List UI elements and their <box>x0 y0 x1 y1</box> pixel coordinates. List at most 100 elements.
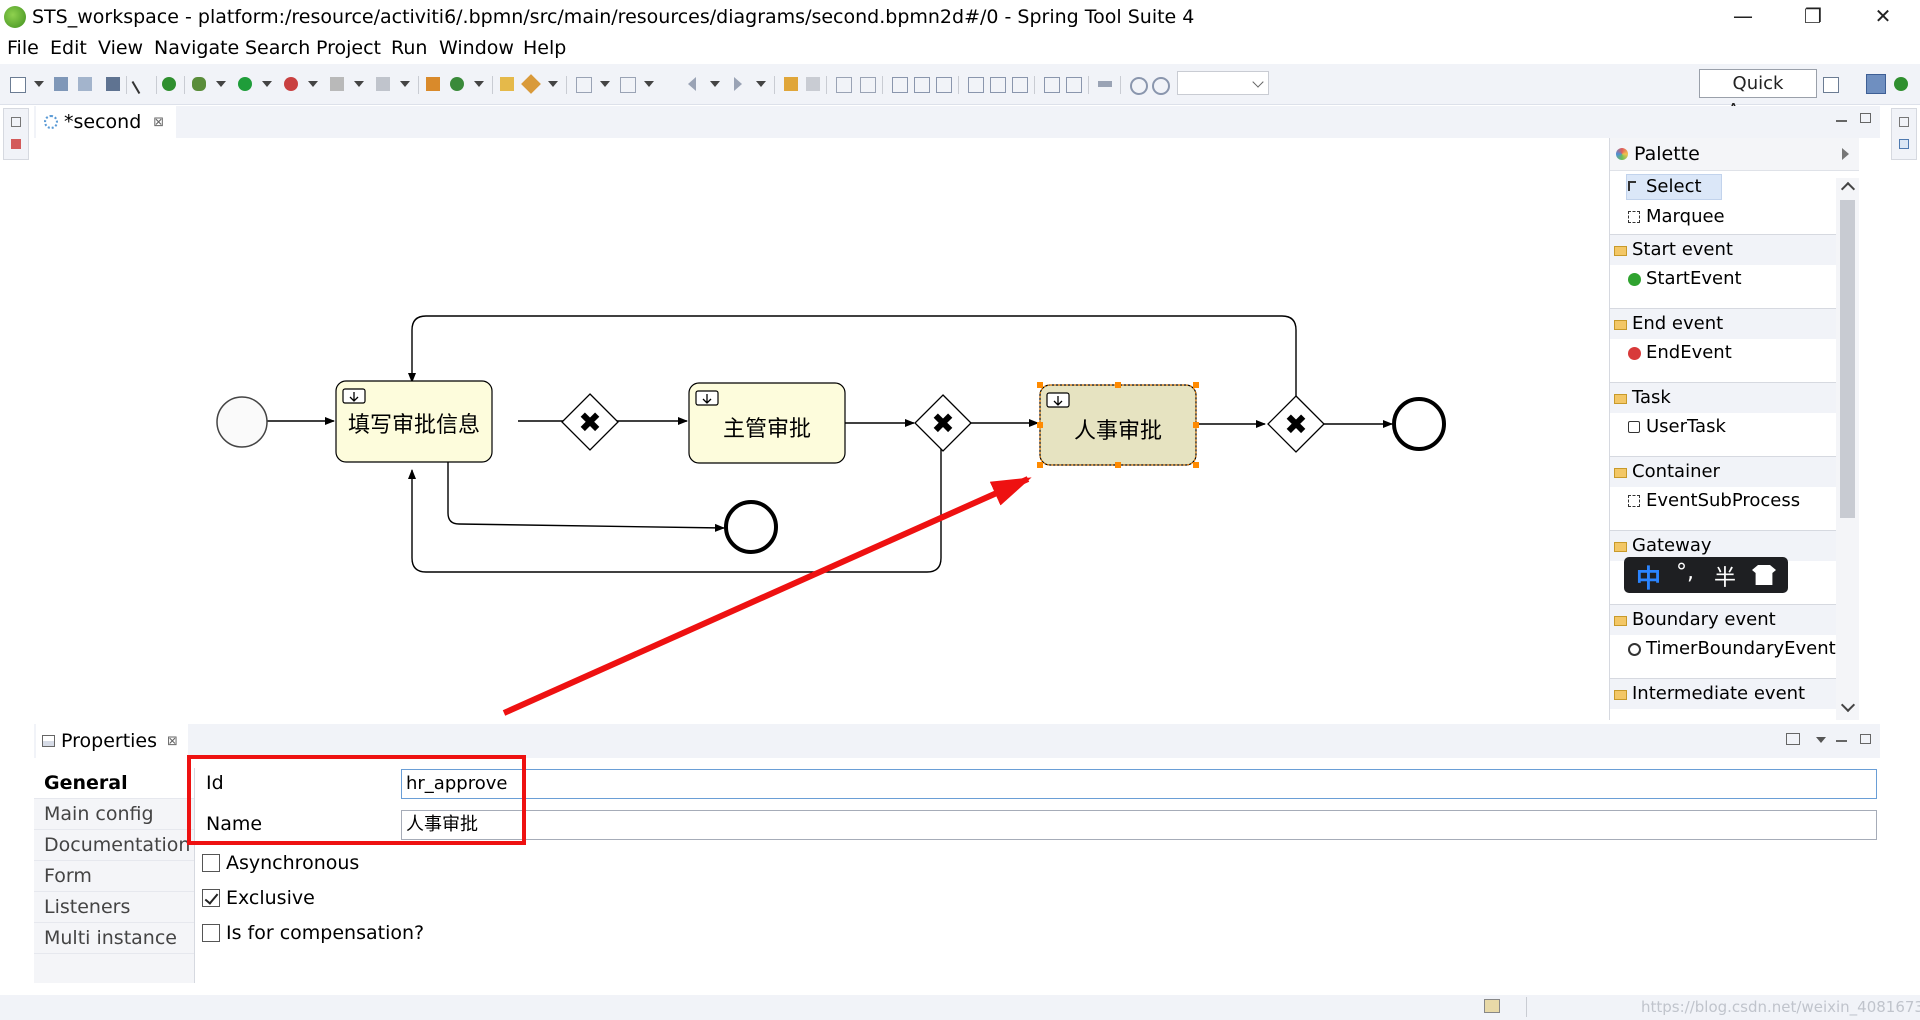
menu-view[interactable]: View <box>98 37 144 59</box>
new-class-dropdown-icon[interactable] <box>474 81 484 87</box>
close-tab-icon[interactable]: ⊠ <box>167 733 178 749</box>
palette-item-timer-boundary-event[interactable]: TimerBoundaryEvent <box>1610 635 1859 663</box>
tab-properties[interactable]: Properties ⊠ <box>36 724 188 758</box>
quick-access-field[interactable]: Quick Access <box>1699 69 1817 121</box>
nav-listeners[interactable]: Listeners <box>34 892 194 923</box>
external-tools-icon[interactable] <box>284 77 298 91</box>
next-annotation-icon[interactable] <box>576 77 592 93</box>
search-icon[interactable] <box>521 74 541 94</box>
run-dropdown-icon[interactable] <box>262 81 272 87</box>
flow-gateway3-back-to-fill[interactable] <box>408 315 1297 402</box>
open-perspective-icon[interactable] <box>1823 77 1839 93</box>
package-explorer-icon[interactable] <box>11 139 21 149</box>
restore-icon[interactable] <box>1899 117 1909 127</box>
minimize-view-icon[interactable] <box>1836 740 1847 742</box>
asynchronous-checkbox[interactable] <box>202 854 220 872</box>
outline-icon[interactable] <box>1899 139 1909 149</box>
menu-project[interactable]: Project <box>316 37 382 59</box>
bpmn-diagram-canvas[interactable]: ✖ ✖ ✖ 填写审批信息 主管审批 人事审批 <box>34 138 1607 720</box>
align-bottom-icon[interactable] <box>1012 77 1028 93</box>
id-field[interactable]: hr_approve <box>401 769 1877 799</box>
palette-drawer-container[interactable]: Container ⇔ <box>1610 456 1859 487</box>
new-java-class-icon[interactable] <box>450 77 464 91</box>
save-all-icon[interactable] <box>78 77 92 91</box>
run-icon[interactable] <box>238 77 252 91</box>
new-icon[interactable] <box>10 77 26 93</box>
stop-dropdown-icon[interactable] <box>354 81 364 87</box>
palette-scrollbar[interactable] <box>1836 178 1859 720</box>
last-edit-icon[interactable] <box>664 77 678 91</box>
forward-dropdown-icon[interactable] <box>756 81 766 87</box>
end-event-rejected[interactable] <box>724 500 778 554</box>
scroll-thumb[interactable] <box>1840 200 1855 518</box>
ime-toolbar[interactable]: 中 °, 半 <box>1624 557 1788 593</box>
previous-annotation-icon[interactable] <box>620 77 636 93</box>
restore-button[interactable]: ❐ <box>1804 4 1822 28</box>
align-right-icon[interactable] <box>936 77 952 93</box>
right-trim-stack[interactable] <box>1891 108 1917 160</box>
zoom-out-icon[interactable] <box>1130 77 1148 95</box>
zoom-in-icon[interactable] <box>1152 77 1170 95</box>
nav-form[interactable]: Form <box>34 861 194 892</box>
snap-icon[interactable] <box>1098 81 1112 87</box>
close-tab-icon[interactable]: ⊠ <box>153 114 165 130</box>
previous-annotation-dropdown-icon[interactable] <box>644 81 654 87</box>
menu-edit[interactable]: Edit <box>50 37 87 59</box>
skip-breakpoints-icon[interactable] <box>131 73 153 95</box>
menu-search[interactable]: Search <box>245 37 311 59</box>
pin-view-icon[interactable] <box>1786 733 1800 745</box>
palette-drawer-task[interactable]: Task ⇔ <box>1610 382 1859 413</box>
paste-icon[interactable] <box>860 77 876 93</box>
nav-main-config[interactable]: Main config <box>34 799 194 830</box>
java-perspective-icon[interactable] <box>1866 74 1886 94</box>
nav-general[interactable]: General <box>34 768 194 799</box>
debug-icon[interactable] <box>192 77 206 91</box>
palette-drawer-end-event[interactable]: End event ⇔ <box>1610 308 1859 339</box>
terminal-icon[interactable] <box>106 77 120 91</box>
palette-drawer-intermediate-event[interactable]: Intermediate event ⇔ <box>1610 678 1859 709</box>
user-task-fill-info[interactable]: 填写审批信息 <box>335 380 493 463</box>
palette-item-user-task[interactable]: UserTask <box>1610 413 1859 441</box>
ime-skin-icon[interactable] <box>1752 565 1776 585</box>
exclusive-gateway-3[interactable]: ✖ <box>1267 395 1325 453</box>
view-menu-icon[interactable] <box>1816 737 1826 743</box>
search-dropdown-icon[interactable] <box>548 81 558 87</box>
ime-half-width[interactable]: 半 <box>1714 566 1737 591</box>
ime-punctuation[interactable]: °, <box>1676 560 1694 585</box>
undo-icon[interactable] <box>784 77 798 91</box>
end-event[interactable] <box>1392 397 1446 451</box>
stop-icon[interactable] <box>330 77 344 91</box>
menu-file[interactable]: File <box>7 37 39 59</box>
maximize-editor-icon[interactable] <box>1860 113 1871 123</box>
scroll-down-icon[interactable] <box>1840 697 1856 713</box>
user-task-manager-approve[interactable]: 主管审批 <box>688 382 846 464</box>
back-icon[interactable] <box>688 77 696 91</box>
minimize-editor-icon[interactable] <box>1836 116 1847 122</box>
scroll-up-icon[interactable] <box>1840 181 1856 197</box>
minimize-button[interactable]: — <box>1733 4 1753 28</box>
spring-perspective-icon[interactable] <box>1894 77 1908 91</box>
external-tools-dropdown-icon[interactable] <box>308 81 318 87</box>
flow-gateway2-back-to-fill[interactable] <box>408 444 942 573</box>
menu-help[interactable]: Help <box>523 37 567 59</box>
maximize-view-icon[interactable] <box>1860 734 1871 744</box>
spring-boot-icon[interactable] <box>162 77 176 91</box>
palette-tool-marquee[interactable]: Marquee <box>1610 203 1859 231</box>
align-left-icon[interactable] <box>892 77 908 93</box>
relaunch-icon[interactable] <box>376 77 390 91</box>
palette-drawer-start-event[interactable]: Start event ⇔ <box>1610 234 1859 265</box>
menu-navigate[interactable]: Navigate <box>154 37 240 59</box>
next-annotation-dropdown-icon[interactable] <box>600 81 610 87</box>
align-center-icon[interactable] <box>914 77 930 93</box>
back-dropdown-icon[interactable] <box>710 81 720 87</box>
restore-icon[interactable] <box>11 117 21 127</box>
exclusive-gateway-1[interactable]: ✖ <box>561 393 619 451</box>
debug-dropdown-icon[interactable] <box>216 81 226 87</box>
close-window-button[interactable]: ✕ <box>1874 4 1892 28</box>
align-middle-icon[interactable] <box>990 77 1006 93</box>
new-dropdown-icon[interactable] <box>34 81 44 87</box>
user-task-hr-approve[interactable]: 人事审批 <box>1037 382 1199 468</box>
name-field[interactable]: 人事审批 <box>401 810 1877 840</box>
exclusive-gateway-2[interactable]: ✖ <box>914 394 972 452</box>
forward-icon[interactable] <box>734 77 742 91</box>
